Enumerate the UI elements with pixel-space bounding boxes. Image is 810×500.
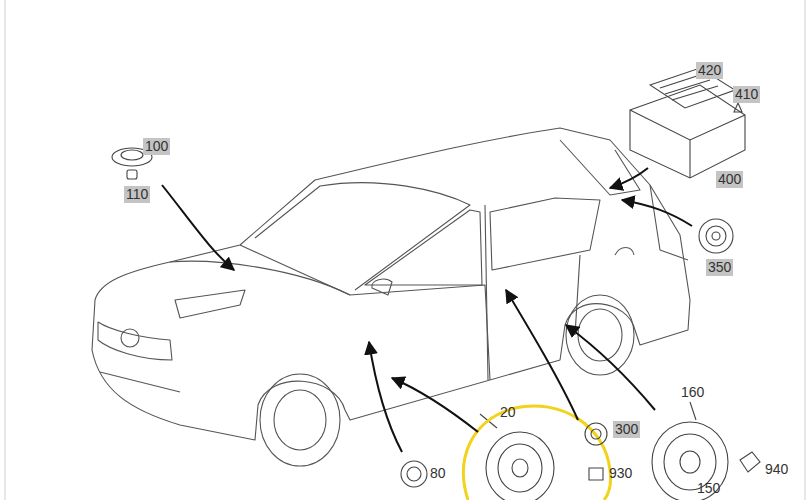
callout-number: 930	[609, 465, 632, 482]
callout-number: 410	[733, 86, 760, 103]
callout-number: 300	[613, 421, 640, 438]
callout-number: 400	[716, 171, 743, 188]
callout-number: 100	[143, 138, 170, 155]
callout-number: 350	[706, 259, 733, 276]
callout-number: 420	[696, 62, 723, 79]
callout-number: 150	[697, 480, 720, 497]
callout-number: 110	[124, 186, 150, 203]
callout-number: 20	[500, 404, 516, 421]
callout-number: 80	[430, 465, 446, 482]
callout-number: 940	[765, 461, 788, 478]
callout-number: 160	[681, 384, 704, 401]
